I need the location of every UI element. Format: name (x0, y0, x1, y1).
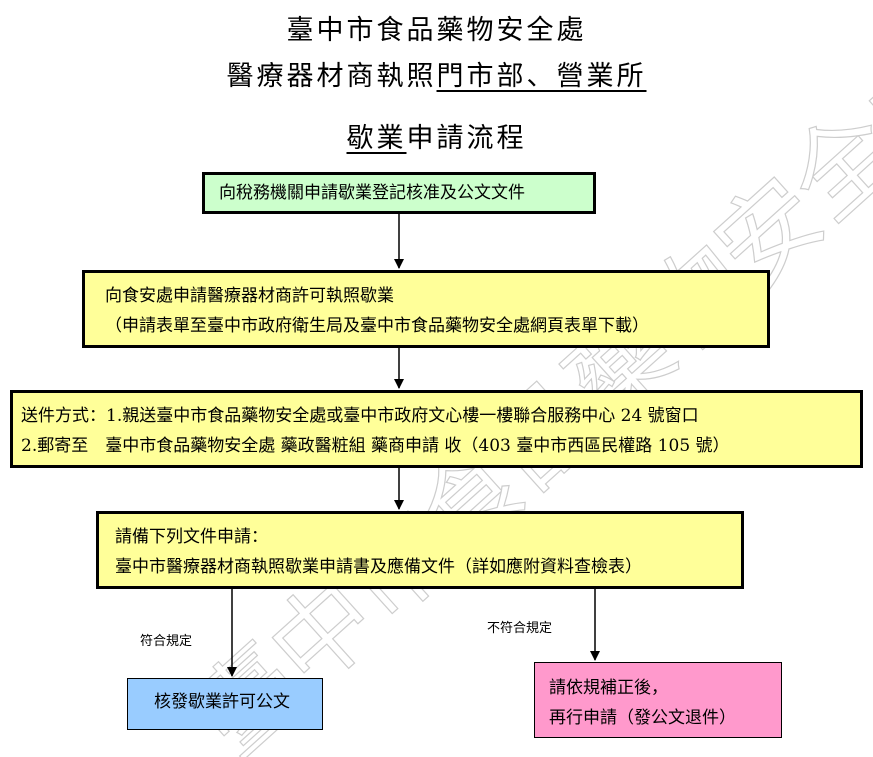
title-line-2-underlined: 門市部、營業所 (436, 61, 647, 92)
title-line-1: 臺中市食品藥物安全處 (286, 15, 587, 46)
reject-line-1: 請依規補正後， (549, 678, 668, 698)
title-line-3: 歇業申請流程 (0, 116, 873, 155)
step-4-box: 請備下列文件申請： 臺中市醫療器材商執照歇業申請書及應備文件（詳如應附資料查檢表… (96, 511, 744, 589)
branch-label-ok: 符合規定 (140, 634, 193, 649)
step-2-box: 向食安處申請醫療器材商許可執照歇業 （申請表單至臺中市政府衛生局及臺中市食品藥物… (82, 270, 770, 348)
branch-label-not-ok: 不符合規定 (487, 621, 553, 636)
step-1-box: 向稅務機關申請歇業登記核准及公文文件 (202, 172, 596, 214)
step-4-line-2: 臺中市醫療器材商執照歇業申請書及應備文件（詳如應附資料查檢表） (115, 557, 642, 577)
title-line-3-underlined: 歇業 (346, 123, 407, 154)
step-2-line-1: 向食安處申請醫療器材商許可執照歇業 (105, 286, 394, 306)
step-3-line-2: 2.郵寄至 臺中市食品藥物安全處 藥政醫粧組 藥商申請 收（403 臺中市西區民… (21, 436, 730, 456)
reject-line-2: 再行申請（發公文退件） (549, 708, 736, 728)
step-1-text: 向稅務機關申請歇業登記核准及公文文件 (219, 183, 525, 203)
approve-text: 核發歇業許可公文 (154, 692, 290, 712)
title-line-2: 醫療器材商執照門市部、營業所 (0, 54, 873, 93)
step-3-box: 送件方式：1.親送臺中市食品藥物安全處或臺中市政府文心樓一樓聯合服務中心 24 … (10, 390, 863, 468)
step-3-line-1: 送件方式：1.親送臺中市食品藥物安全處或臺中市政府文心樓一樓聯合服務中心 24 … (21, 406, 699, 426)
approve-box: 核發歇業許可公文 (127, 678, 323, 730)
step-4-line-1: 請備下列文件申請： (115, 527, 268, 547)
title-line-3-plain: 申請流程 (406, 123, 527, 154)
reject-box: 請依規補正後， 再行申請（發公文退件） (534, 662, 782, 738)
step-2-line-2: （申請表單至臺中市政府衛生局及臺中市食品藥物安全處網頁表單下載） (105, 316, 649, 336)
title-line-2-plain: 醫療器材商執照 (226, 61, 437, 92)
